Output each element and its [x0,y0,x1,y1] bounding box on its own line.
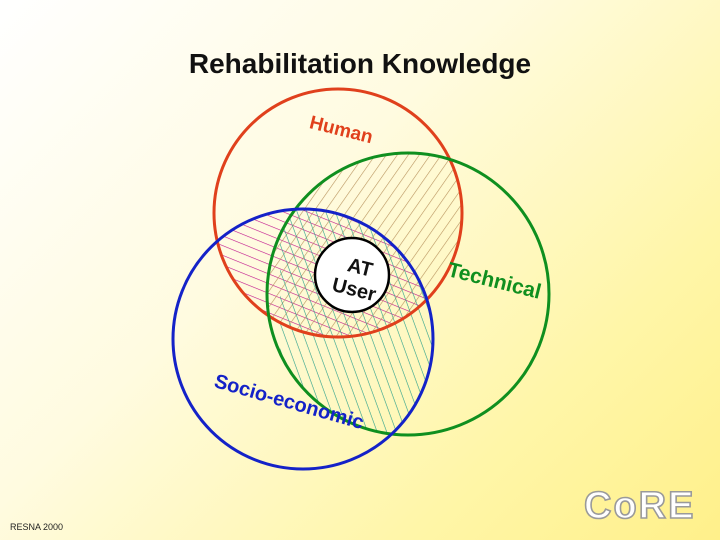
human-circle [212,87,464,339]
technical-label: Technical [445,258,543,303]
technical-circle [265,151,551,437]
socio-economic-circle [171,207,435,471]
core-logo: CoRE [584,485,695,527]
human-label: Human [307,112,375,148]
at-user-circle [313,236,391,314]
footer-credit: RESNA 2000 [10,522,64,532]
page-title: Rehabilitation Knowledge [188,48,532,79]
